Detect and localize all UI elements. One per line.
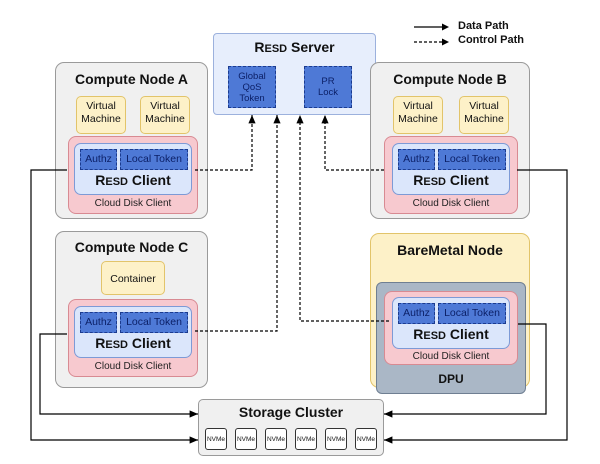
virtual-machine-a2: Virtual Machine bbox=[140, 96, 190, 134]
virtual-machine-b2: Virtual Machine bbox=[459, 96, 509, 134]
resd-server: RESD Server Global QoS Token PR Lock bbox=[213, 33, 376, 115]
cloud-disk-client-c: Authz Local Token RESD Client Cloud Disk… bbox=[68, 299, 198, 377]
authz-bm: Authz bbox=[398, 303, 435, 324]
virtual-machine-a1: Virtual Machine bbox=[76, 96, 126, 134]
data-path-c bbox=[39, 333, 198, 418]
resd-server-title: RESD Server bbox=[254, 39, 335, 55]
control-path-a bbox=[195, 115, 256, 171]
legend-control-path: Control Path bbox=[458, 34, 524, 46]
compute-node-c-title: Compute Node C bbox=[74, 239, 189, 255]
local-token-b: Local Token bbox=[438, 149, 506, 170]
cloud-disk-client-a: Authz Local Token RESD Client Cloud Disk… bbox=[68, 136, 198, 214]
authz-c: Authz bbox=[80, 312, 117, 333]
control-path-bm bbox=[296, 115, 389, 322]
cloud-disk-client-label-c: Cloud Disk Client bbox=[94, 361, 172, 372]
storage-cluster: Storage Cluster NVMe NVMe NVMe NVMe NVMe… bbox=[198, 399, 384, 456]
nvme-drive: NVMe bbox=[235, 428, 257, 450]
nvme-drive: NVMe bbox=[355, 428, 377, 450]
compute-node-b-title: Compute Node B bbox=[393, 71, 507, 87]
baremetal-node-title: BareMetal Node bbox=[397, 242, 503, 258]
container: Container bbox=[101, 261, 165, 295]
resd-client-label-c: RESD Client bbox=[95, 335, 171, 351]
compute-node-b: Compute Node B Virtual Machine Virtual M… bbox=[370, 62, 530, 219]
cloud-disk-client-b: Authz Local Token RESD Client Cloud Disk… bbox=[384, 136, 518, 214]
cloud-disk-client-label-bm: Cloud Disk Client bbox=[412, 351, 490, 362]
pr-lock: PR Lock bbox=[304, 66, 352, 108]
local-token-c: Local Token bbox=[120, 312, 188, 333]
resd-client-b: Authz Local Token RESD Client bbox=[392, 143, 510, 195]
cloud-disk-client-label-a: Cloud Disk Client bbox=[94, 198, 172, 209]
legend: Data Path Control Path bbox=[412, 20, 592, 52]
data-path-a bbox=[30, 169, 198, 444]
compute-node-a: Compute Node A Virtual Machine Virtual M… bbox=[55, 62, 208, 219]
dpu-label: DPU bbox=[438, 372, 464, 386]
control-path-c bbox=[195, 115, 281, 332]
nvme-drive: NVMe bbox=[325, 428, 347, 450]
storage-cluster-title: Storage Cluster bbox=[238, 404, 344, 420]
baremetal-node: BareMetal Node Authz Local Token RESD Cl… bbox=[370, 233, 530, 394]
resd-client-a: Authz Local Token RESD Client bbox=[74, 143, 192, 195]
compute-node-c: Compute Node C Container Authz Local Tok… bbox=[55, 231, 208, 388]
global-qos-token: Global QoS Token bbox=[228, 66, 276, 108]
resd-client-label-bm: RESD Client bbox=[413, 326, 489, 342]
compute-node-a-title: Compute Node A bbox=[74, 71, 189, 87]
dpu: Authz Local Token RESD Client Cloud Disk… bbox=[376, 282, 526, 394]
authz-b: Authz bbox=[398, 149, 435, 170]
cloud-disk-client-label-b: Cloud Disk Client bbox=[412, 198, 490, 209]
authz-a: Authz bbox=[80, 149, 117, 170]
nvme-drive: NVMe bbox=[205, 428, 227, 450]
virtual-machine-b1: Virtual Machine bbox=[393, 96, 443, 134]
data-path-b bbox=[384, 169, 568, 444]
resd-client-label-b: RESD Client bbox=[413, 172, 489, 188]
local-token-bm: Local Token bbox=[438, 303, 506, 324]
resd-client-label-a: RESD Client bbox=[95, 172, 171, 188]
nvme-drive: NVMe bbox=[265, 428, 287, 450]
resd-client-c: Authz Local Token RESD Client bbox=[74, 306, 192, 358]
control-path-b bbox=[321, 115, 384, 171]
legend-data-path: Data Path bbox=[458, 20, 509, 32]
data-path-legend-arrow bbox=[414, 23, 449, 46]
data-path-bm bbox=[384, 323, 547, 418]
local-token-a: Local Token bbox=[120, 149, 188, 170]
resd-client-bm: Authz Local Token RESD Client bbox=[392, 297, 510, 349]
nvme-drive: NVMe bbox=[295, 428, 317, 450]
cloud-disk-client-bm: Authz Local Token RESD Client Cloud Disk… bbox=[384, 291, 518, 365]
